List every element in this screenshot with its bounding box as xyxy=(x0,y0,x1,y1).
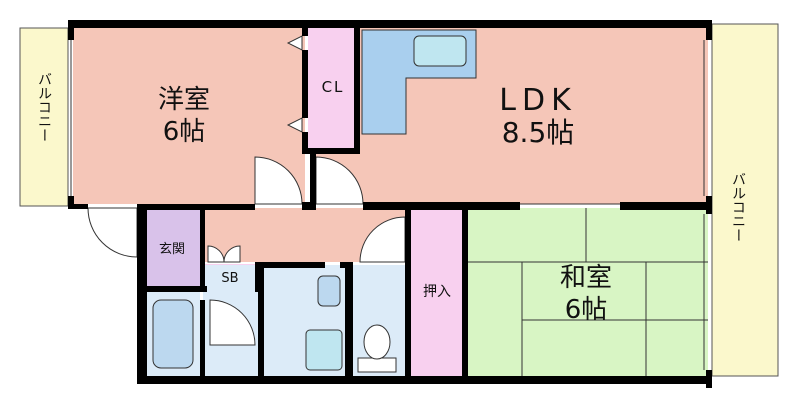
entrance-room xyxy=(147,208,200,288)
bathtub xyxy=(152,299,194,369)
washbasin xyxy=(305,329,343,371)
closet xyxy=(308,26,358,148)
kitchen-sink xyxy=(413,35,467,67)
ldk-size: 8.5帖 xyxy=(502,116,575,149)
japanese-room xyxy=(466,208,708,376)
storage-closet xyxy=(410,208,466,376)
windows xyxy=(70,40,705,370)
japanese-room-name: 和室 xyxy=(560,263,612,293)
balcony-left xyxy=(19,27,69,207)
western-room-name: 洋室 xyxy=(158,85,210,115)
balcony-left-label: バルコニー xyxy=(36,72,52,142)
tatami-lines xyxy=(466,208,708,376)
toilet-tank xyxy=(357,357,397,373)
closet-label: CL xyxy=(322,78,345,96)
ldk-name: LDK xyxy=(499,83,577,118)
door-swings xyxy=(87,156,406,346)
cabinet-doors xyxy=(207,245,241,263)
entrance-label: 玄関 xyxy=(159,242,185,257)
storage-label: 押入 xyxy=(423,284,451,300)
closet-door-marks xyxy=(286,35,303,133)
western-room-size: 6帖 xyxy=(163,117,206,147)
walls xyxy=(68,20,712,388)
japanese-room-size: 6帖 xyxy=(565,295,608,325)
toilet-bowl xyxy=(363,324,391,360)
washing-machine xyxy=(317,275,341,307)
balcony-right xyxy=(711,23,779,377)
balcony-right-label: バルコニー xyxy=(730,172,746,242)
shoe-box-label: SB xyxy=(221,271,238,286)
